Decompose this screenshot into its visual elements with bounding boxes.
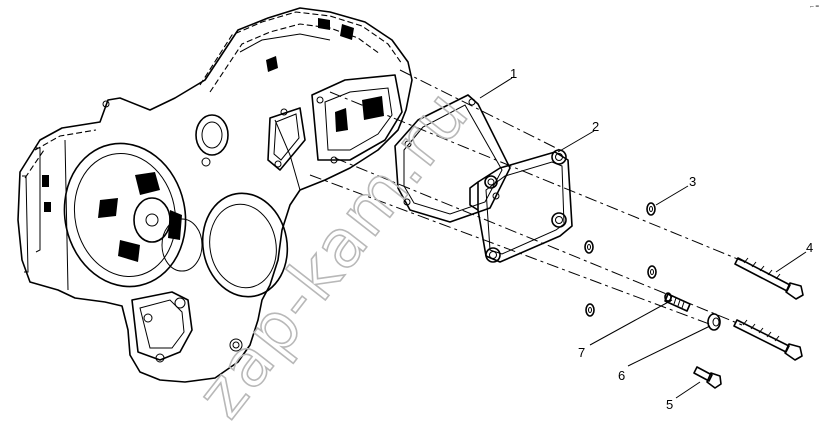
gasket-part-1 xyxy=(394,94,511,223)
cover-plate-part-2 xyxy=(469,149,573,263)
callout-labels: 1 2 3 4 5 6 7 xyxy=(510,66,813,412)
callout-5: 5 xyxy=(666,397,673,412)
gear-housing xyxy=(17,7,413,383)
callout-3: 3 xyxy=(689,174,696,189)
callout-2: 2 xyxy=(592,119,599,134)
washer xyxy=(585,303,595,317)
washer xyxy=(647,265,657,279)
callout-4: 4 xyxy=(806,240,813,255)
corner-mark: ⌐ ═ xyxy=(810,4,820,10)
long-bolt xyxy=(734,257,804,300)
short-bolt-part-5 xyxy=(693,366,722,389)
long-bolt xyxy=(733,319,803,361)
washer xyxy=(584,240,594,254)
callout-7: 7 xyxy=(578,345,585,360)
callout-6: 6 xyxy=(618,368,625,383)
stud-part-7 xyxy=(664,292,691,312)
spacer-part-6 xyxy=(707,313,721,331)
callout-1: 1 xyxy=(510,66,517,81)
long-bolts-part-4 xyxy=(733,257,804,361)
washer xyxy=(646,202,656,216)
washers-part-3 xyxy=(584,202,657,317)
leader-lines xyxy=(479,77,807,399)
